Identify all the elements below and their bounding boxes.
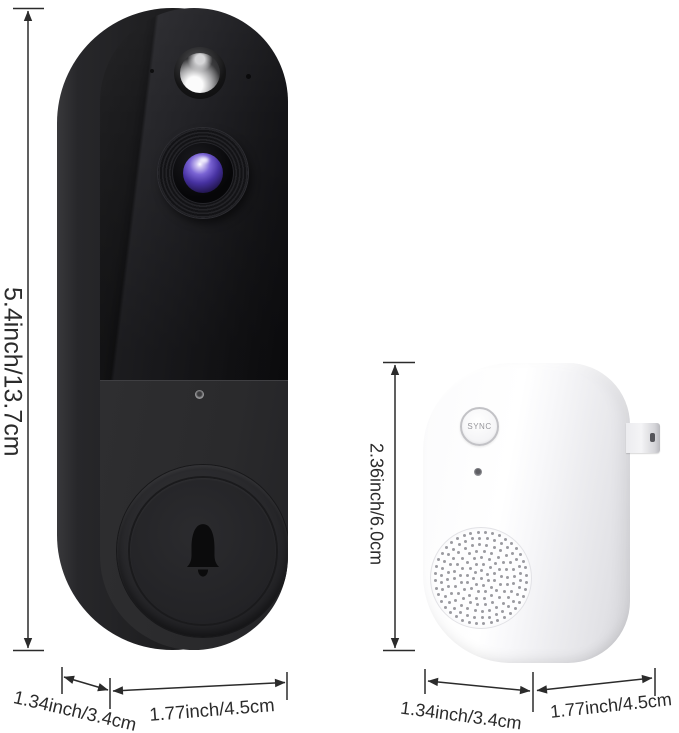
- status-led: [195, 390, 204, 399]
- pinhole: [150, 69, 154, 73]
- motion-sensor-bezel: [174, 47, 226, 99]
- lens-highlight: [199, 157, 209, 163]
- chime-unit: SYNC: [423, 363, 660, 663]
- plug-prong: [626, 423, 660, 453]
- microphone-hole: [246, 74, 251, 79]
- bell-icon: [186, 524, 220, 577]
- chime-led: [474, 468, 482, 476]
- chime-height-label: 2.36inch/6.0cm: [366, 442, 387, 566]
- doorbell-button: [117, 465, 288, 637]
- chime-width-label: 1.77inch/4.5cm: [549, 689, 673, 722]
- doorbell-lower-panel: [100, 380, 288, 650]
- doorbell-faceplate: [100, 8, 288, 650]
- speaker-grille-dots: [430, 527, 532, 629]
- doorbell-width-label: 1.77inch/4.5cm: [148, 694, 276, 725]
- sync-button-label: SYNC: [467, 422, 492, 431]
- sync-button: SYNC: [460, 407, 499, 446]
- doorbell-camera-panel: [100, 8, 288, 382]
- video-doorbell: [57, 8, 288, 650]
- camera-lens-icon: [158, 128, 248, 218]
- doorbell-depth-label: 1.34inch/3.4cm: [11, 686, 139, 733]
- pir-dome-icon: [180, 53, 220, 93]
- plug-prong-slot: [650, 433, 655, 442]
- doorbell-height-label: 5.4inch/13.7cm: [0, 287, 27, 457]
- chime-depth-label: 1.34inch/3.4cm: [399, 697, 523, 733]
